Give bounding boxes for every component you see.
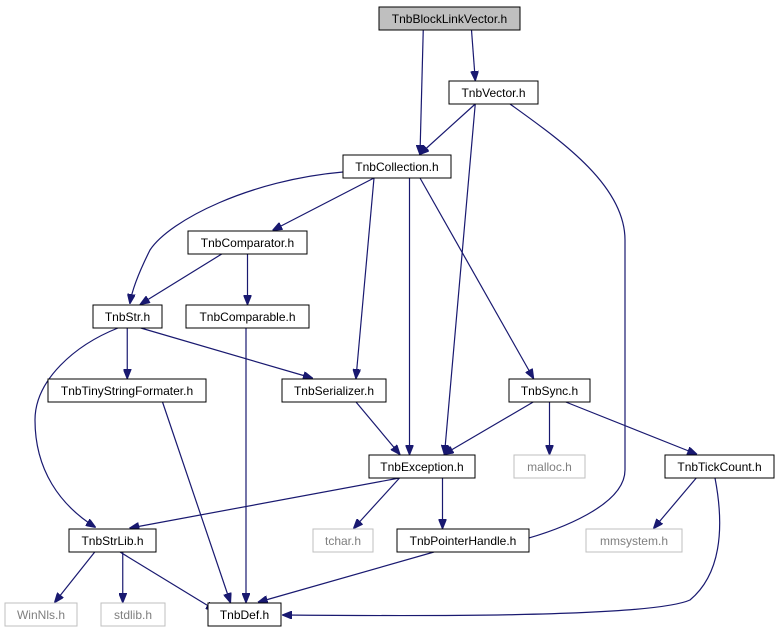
edge-collection-to-str (130, 171, 344, 303)
node-mmsystem[interactable]: mmsystem.h (585, 528, 683, 553)
node-label: TnbTickCount.h (677, 460, 761, 474)
node-tnbcomparator[interactable]: TnbComparator.h (187, 230, 308, 255)
edge-serializer-to-exception (355, 401, 400, 454)
edge-tickcount-to-def (283, 477, 721, 616)
edge-sync-to-exception (445, 401, 534, 454)
node-label: TnbTinyStringFormater.h (61, 384, 193, 398)
edge-tickcount-to-mmsystem (654, 477, 697, 528)
node-label: TnbSerializer.h (294, 384, 374, 398)
node-label: TnbCollection.h (355, 160, 438, 174)
node-label: TnbVector.h (461, 86, 525, 100)
edge-collection-to-comparator (273, 177, 375, 230)
node-label: TnbComparator.h (201, 236, 294, 250)
node-tnbtickcount[interactable]: TnbTickCount.h (664, 454, 775, 479)
edge-vector-to-pointerhandle (509, 103, 626, 541)
node-tnbvector[interactable]: TnbVector.h (448, 80, 539, 105)
edge-vector-to-collection (420, 103, 476, 154)
node-label: TnbStrLib.h (81, 534, 143, 548)
node-label: malloc.h (527, 460, 572, 474)
node-label: TnbStr.h (105, 310, 150, 324)
edge-sync-to-tickcount (565, 401, 697, 454)
node-tnbcomparable[interactable]: TnbComparable.h (185, 304, 310, 329)
node-malloc[interactable]: malloc.h (513, 454, 586, 479)
node-label: TnbDef.h (220, 608, 269, 622)
node-tnbserializer[interactable]: TnbSerializer.h (281, 378, 387, 403)
edge-exception-to-tchar (354, 477, 400, 528)
node-label: TnbException.h (380, 460, 463, 474)
node-label: stdlib.h (114, 608, 152, 622)
edge-vector-to-exception (445, 103, 476, 454)
node-tnbblocklinkvector[interactable]: TnbBlockLinkVector.h (378, 6, 521, 31)
node-tnbstrlib[interactable]: TnbStrLib.h (68, 528, 157, 553)
edge-collection-to-sync (419, 177, 533, 378)
node-tnbexception[interactable]: TnbException.h (368, 454, 476, 479)
nodes-layer: TnbBlockLinkVector.h TnbVector.h TnbColl… (4, 6, 775, 627)
node-label: TnbPointerHandle.h (410, 534, 517, 548)
edge-strlib-to-winnls (55, 551, 96, 602)
edge-blocklinkvector-to-collection (420, 29, 423, 154)
node-label: TnbComparable.h (199, 310, 295, 324)
node-tnbsync[interactable]: TnbSync.h (508, 378, 591, 403)
node-tnbpointerhandle[interactable]: TnbPointerHandle.h (396, 528, 530, 553)
node-tnbstr[interactable]: TnbStr.h (92, 304, 163, 329)
node-label: TnbBlockLinkVector.h (392, 12, 507, 26)
edges-layer (34, 29, 721, 616)
node-winnls[interactable]: WinNls.h (4, 602, 78, 627)
node-tnbdef[interactable]: TnbDef.h (207, 602, 282, 627)
edge-tinystringformater-to-def (161, 401, 231, 602)
edge-collection-to-serializer (356, 177, 375, 378)
node-stdlib[interactable]: stdlib.h (100, 602, 166, 627)
node-label: tchar.h (325, 534, 361, 548)
edge-blocklinkvector-to-vector (472, 29, 476, 80)
node-tnbtinystringformater[interactable]: TnbTinyStringFormater.h (47, 378, 207, 403)
edge-exception-to-strlib (130, 477, 400, 528)
node-label: WinNls.h (17, 608, 65, 622)
node-label: mmsystem.h (600, 534, 668, 548)
node-label: TnbSync.h (521, 384, 578, 398)
edge-str-to-serializer (140, 327, 312, 378)
edge-comparator-to-str (141, 253, 223, 304)
node-tchar[interactable]: tchar.h (312, 528, 374, 553)
node-tnbcollection[interactable]: TnbCollection.h (342, 154, 452, 179)
edge-pointerhandle-to-def (259, 551, 435, 602)
edge-strlib-to-def (119, 551, 215, 610)
edge-str-to-strlib (34, 327, 119, 527)
